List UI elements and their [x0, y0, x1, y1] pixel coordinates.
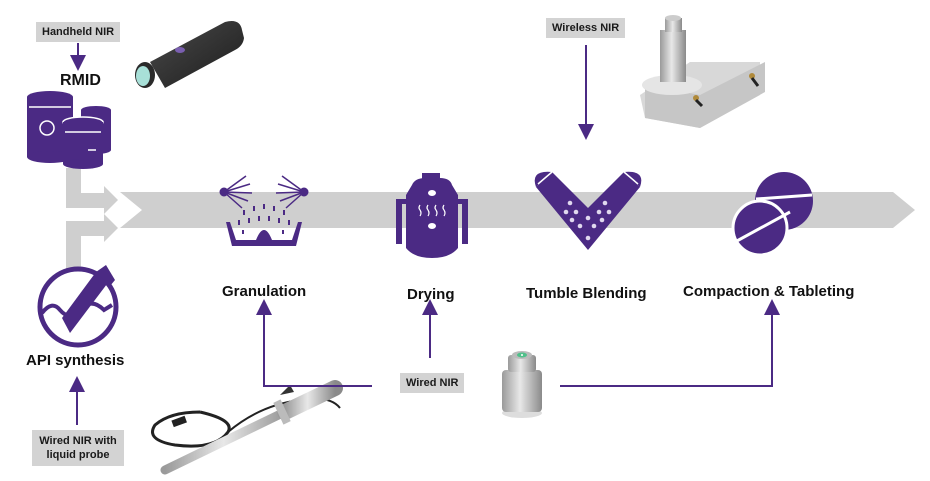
wired-nir-liquid-probe-tag: Wired NIR with liquid probe	[32, 430, 124, 466]
rmid-label: RMID	[60, 72, 101, 89]
stage-label-granulation: Granulation	[222, 283, 307, 300]
granulation-spray-icon	[219, 175, 309, 246]
tag-line: Wired NIR with	[39, 435, 117, 447]
rmid-feeder-arrow	[66, 168, 118, 214]
stage-label-compaction: Compaction & Tableting	[683, 283, 855, 300]
stage-label-drying: Drying	[407, 286, 455, 303]
v-blender-icon	[534, 171, 642, 250]
handheld-nir-device	[135, 21, 244, 88]
wireless-nir-device	[640, 15, 765, 128]
tablets-icon	[731, 172, 813, 257]
api-feeder-arrow	[66, 214, 118, 271]
dryer-icon	[396, 173, 468, 258]
wired-nir-connectors	[256, 299, 780, 387]
api-synthesis-icon	[37, 265, 119, 348]
tag-line: liquid probe	[46, 449, 110, 461]
api-synthesis-label: API synthesis	[26, 352, 125, 369]
wired-liquid-probe-device	[151, 380, 343, 475]
wired-nir-sensor-device	[502, 351, 542, 418]
main-flow-arrow	[120, 192, 915, 228]
stage-label-tumble-blending: Tumble Blending	[526, 285, 647, 302]
handheld-nir-tag: Handheld NIR	[36, 22, 121, 42]
wireless-nir-tag: Wireless NIR	[546, 18, 626, 38]
database-icon	[27, 91, 111, 169]
wired-nir-tag: Wired NIR	[400, 373, 465, 393]
